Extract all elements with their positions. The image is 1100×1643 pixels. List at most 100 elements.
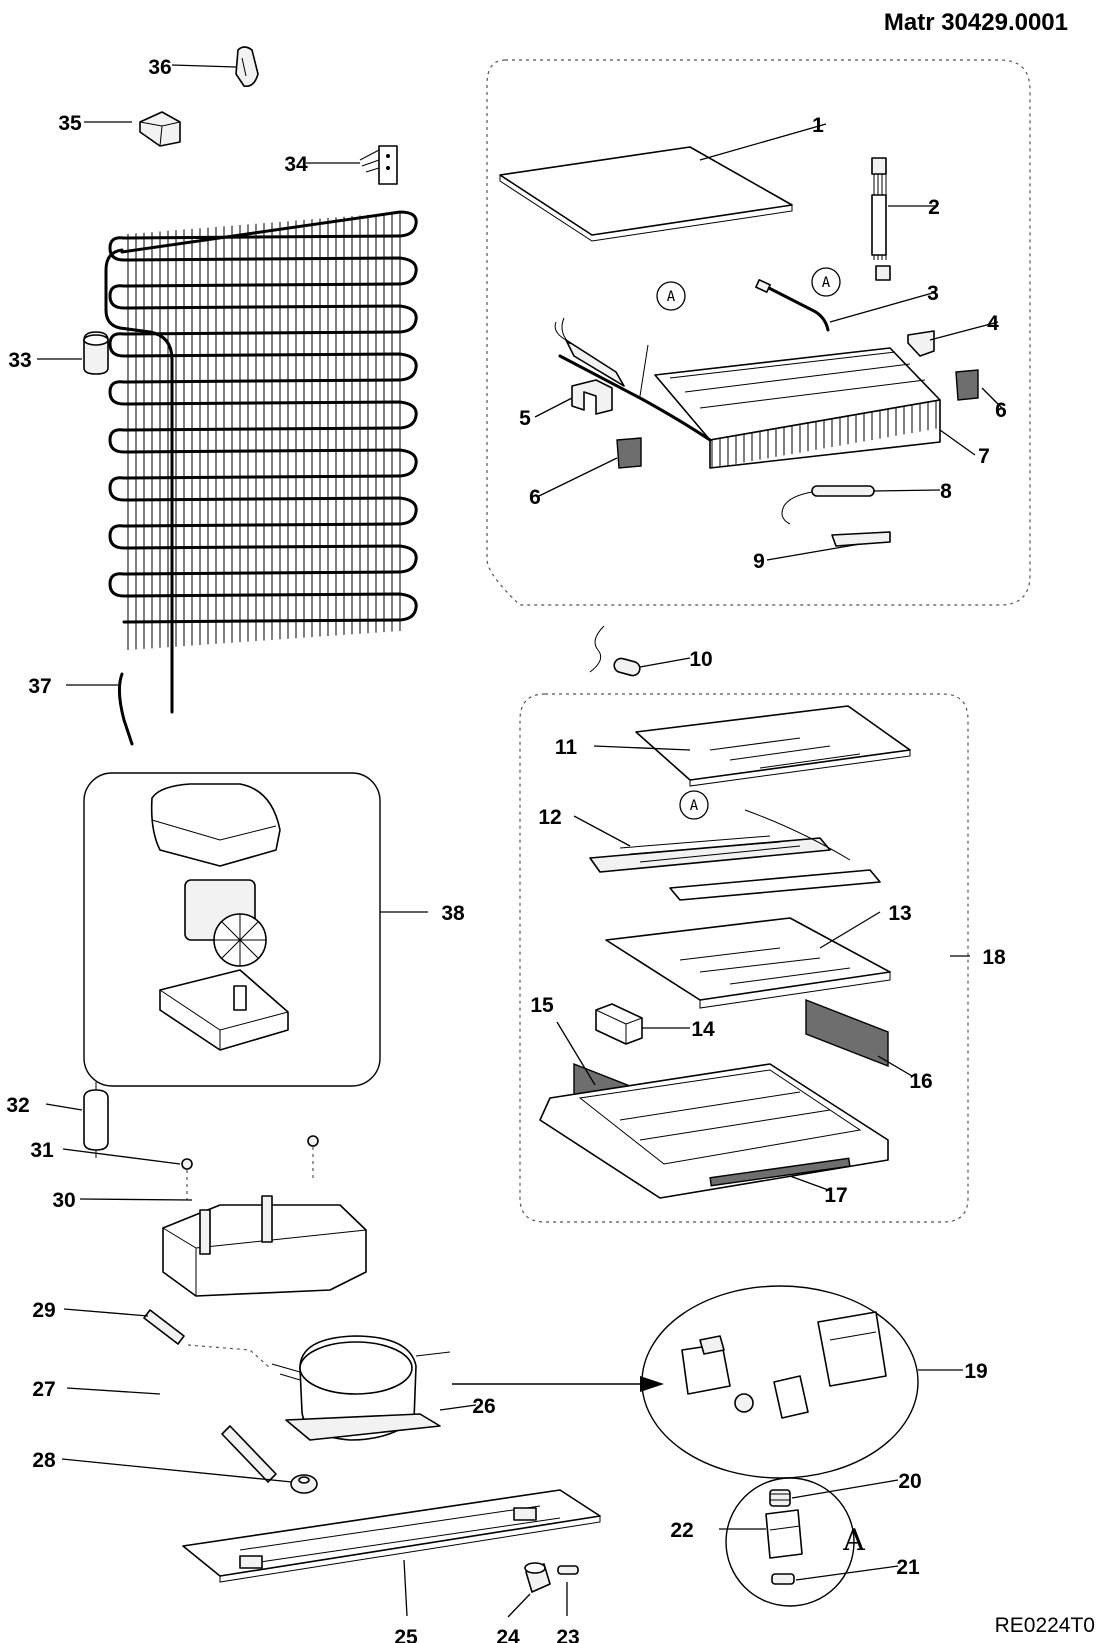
part-label-3: 3 <box>927 282 939 305</box>
svg-text:A: A <box>667 289 676 305</box>
part-33-drier <box>83 331 109 375</box>
part-32-capacitor <box>83 1082 109 1158</box>
part-label-15: 15 <box>530 994 554 1017</box>
leader-line <box>62 1148 181 1165</box>
leader-line <box>766 543 861 561</box>
leader-line <box>795 1565 899 1581</box>
leader-line <box>877 1055 913 1077</box>
part-label-10: 10 <box>689 648 712 671</box>
part-16-divider <box>805 998 889 1068</box>
leader-line <box>507 1593 531 1618</box>
leader-line <box>534 397 573 418</box>
part-13-shelf <box>605 917 891 1009</box>
part-17-drawer <box>539 1063 889 1199</box>
relay-detail-arrowhead <box>640 1376 664 1392</box>
part-label-36: 36 <box>148 56 171 79</box>
part-label-25: 25 <box>394 1626 418 1643</box>
part-21-pad <box>771 1573 795 1585</box>
leader-line <box>538 457 618 497</box>
leader-line <box>593 745 691 751</box>
part-1-cover-plate <box>499 146 793 242</box>
part-11-tray <box>635 705 911 787</box>
part-24-bushing <box>524 1562 551 1593</box>
part-label-28: 28 <box>32 1449 56 1472</box>
part-label-9: 9 <box>753 550 765 573</box>
part-27-grommet <box>290 1474 318 1494</box>
leader-line <box>981 387 1004 410</box>
part-label-13: 13 <box>888 902 911 925</box>
part-label-26: 26 <box>472 1395 495 1418</box>
part-36-knob <box>235 46 259 88</box>
leader-line <box>873 489 941 492</box>
detail-a-circle <box>725 1477 855 1607</box>
part-label-6: 6 <box>529 486 541 509</box>
detail-a-marker: A <box>842 1523 865 1558</box>
evaporator-group-outline <box>486 59 1031 606</box>
leader-line <box>171 64 237 68</box>
part-label-17: 17 <box>824 1184 847 1207</box>
part-label-1: 1 <box>812 114 824 137</box>
part-25-base-plate <box>182 1489 601 1583</box>
drawing-code: RE0224T0 <box>995 1614 1095 1637</box>
reference-a-evaporator: A <box>656 281 686 311</box>
part-label-24: 24 <box>496 1626 520 1643</box>
part-9-strip <box>831 531 891 547</box>
part-37-condenser <box>104 210 418 746</box>
leader-line <box>79 1198 193 1201</box>
leader-line <box>639 657 691 668</box>
part-label-31: 31 <box>30 1139 54 1162</box>
part-34-bracket <box>359 145 398 185</box>
leader-line <box>791 1479 899 1499</box>
svg-text:A: A <box>822 275 831 291</box>
leader-line <box>61 1458 293 1483</box>
part-7-evaporator <box>554 317 941 469</box>
part-label-7: 7 <box>978 445 990 468</box>
svg-text:A: A <box>690 798 699 814</box>
part-label-19: 19 <box>964 1360 987 1383</box>
part-2-harness <box>871 157 891 281</box>
part-30-housing <box>162 1195 367 1297</box>
part-10-probe <box>589 625 641 677</box>
part-label-14: 14 <box>691 1018 715 1041</box>
part-12-heater-mat <box>589 809 881 901</box>
leader-line <box>556 1021 596 1086</box>
part-label-11: 11 <box>555 736 578 759</box>
leader-line <box>403 1559 408 1617</box>
part-label-5: 5 <box>519 407 531 430</box>
leader-line <box>45 1103 83 1111</box>
leader-line <box>829 291 937 323</box>
part-label-37: 37 <box>28 675 51 698</box>
part-8-sensor <box>781 485 875 525</box>
part-label-18: 18 <box>982 946 1006 969</box>
part-14-block <box>595 1003 643 1045</box>
reference-a-harness: A <box>811 267 841 297</box>
part-26-compressor <box>271 1335 451 1441</box>
part-label-4: 4 <box>987 312 999 335</box>
leader-line <box>573 815 631 847</box>
leader-line <box>819 911 881 949</box>
part-31-fasteners <box>181 1135 319 1200</box>
leader-line <box>66 1387 161 1395</box>
fan-motor-detail-box <box>83 772 381 1087</box>
leader-line <box>789 1175 832 1192</box>
part-label-35: 35 <box>58 112 82 135</box>
part-3-heater-wire <box>755 279 830 332</box>
part-19-relay-set <box>681 1311 887 1419</box>
part-label-12: 12 <box>538 806 561 829</box>
part-20-spring <box>769 1489 791 1507</box>
part-35-cap <box>139 111 181 147</box>
part-label-8: 8 <box>940 480 952 503</box>
leader-line <box>699 123 827 161</box>
part-23-pin <box>557 1565 579 1575</box>
part-22-switch <box>765 1509 803 1559</box>
leader-line <box>63 1308 149 1317</box>
part-5-bracket <box>571 379 613 415</box>
leader-line <box>439 1404 477 1411</box>
leader-lines <box>37 64 1004 1618</box>
leader-line <box>939 429 976 456</box>
part-label-33: 33 <box>8 349 31 372</box>
part-label-6: 6 <box>995 399 1007 422</box>
part-label-27: 27 <box>32 1378 55 1401</box>
